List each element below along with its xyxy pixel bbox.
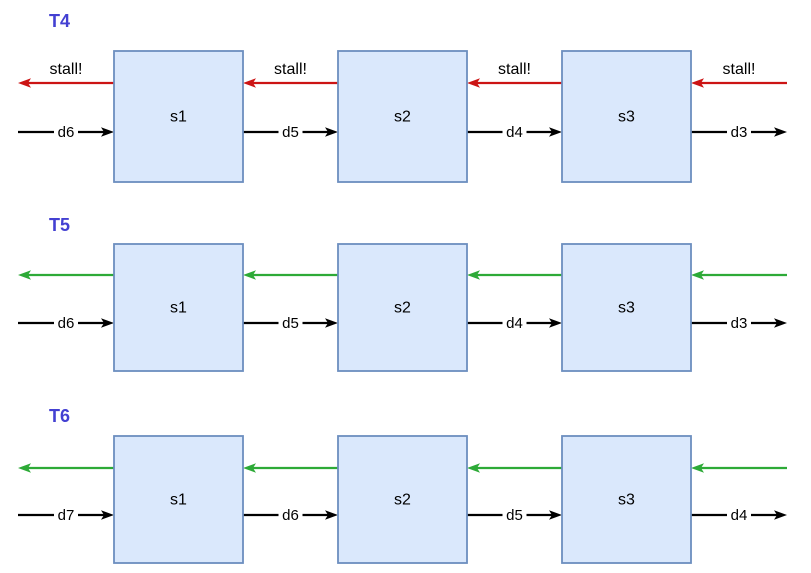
stage-box xyxy=(561,50,692,183)
timestep-label: T4 xyxy=(49,11,70,31)
data-label-background xyxy=(54,507,78,523)
stage-box xyxy=(337,435,468,564)
data-label: d6 xyxy=(282,507,299,524)
data-label-background xyxy=(502,124,527,140)
stall-arrow-arrowhead xyxy=(18,78,31,88)
stage-label: s3 xyxy=(618,300,635,317)
ready-arrow-arrowhead xyxy=(243,270,256,280)
stage-label: s2 xyxy=(394,300,411,317)
data-label-background xyxy=(54,315,78,331)
stage-box xyxy=(337,50,468,183)
data-arrow-arrowhead xyxy=(549,510,562,520)
stage-label: s2 xyxy=(394,109,411,126)
data-label-background xyxy=(502,507,527,523)
stage-label: s3 xyxy=(618,109,635,126)
stall-arrow-arrowhead xyxy=(467,78,480,88)
data-label: d4 xyxy=(506,124,523,141)
data-label-background xyxy=(278,124,303,140)
data-arrow-arrowhead xyxy=(549,127,562,137)
stall-arrow-arrowhead xyxy=(691,78,704,88)
data-label: d5 xyxy=(506,507,523,524)
data-arrow-arrowhead xyxy=(549,318,562,328)
data-label-background xyxy=(502,315,527,331)
ready-arrow-arrowhead xyxy=(691,463,704,473)
data-arrow-arrowhead xyxy=(325,510,338,520)
stall-arrow-arrowhead xyxy=(243,78,256,88)
ready-arrow-arrowhead xyxy=(691,270,704,280)
stall-label: stall! xyxy=(498,61,531,78)
stage-box xyxy=(561,243,692,372)
data-label: d6 xyxy=(58,124,75,141)
data-label-background xyxy=(54,124,78,140)
data-arrow-arrowhead xyxy=(774,318,787,328)
data-arrow-arrowhead xyxy=(101,127,114,137)
data-label: d4 xyxy=(506,315,523,332)
data-label: d6 xyxy=(58,315,75,332)
data-label-background xyxy=(727,507,751,523)
ready-arrow-arrowhead xyxy=(18,463,31,473)
timestep-label: T5 xyxy=(49,215,70,235)
ready-arrow-arrowhead xyxy=(18,270,31,280)
ready-arrow-arrowhead xyxy=(467,270,480,280)
stall-label: stall! xyxy=(50,61,83,78)
stage-label: s3 xyxy=(618,492,635,509)
data-label: d4 xyxy=(731,507,748,524)
stage-box xyxy=(113,435,244,564)
stage-box xyxy=(113,50,244,183)
stage-label: s1 xyxy=(170,109,187,126)
data-label: d3 xyxy=(731,124,748,141)
stall-label: stall! xyxy=(723,61,756,78)
stage-label: s2 xyxy=(394,492,411,509)
timestep-row-t5: T5 d6 d5 d4 d3 s1 s2 s3 xyxy=(18,215,787,372)
data-arrow-arrowhead xyxy=(774,127,787,137)
data-label: d5 xyxy=(282,124,299,141)
data-label-background xyxy=(727,315,751,331)
timestep-label: T6 xyxy=(49,406,70,426)
data-label-background xyxy=(278,315,303,331)
data-arrow-arrowhead xyxy=(774,510,787,520)
stage-label: s1 xyxy=(170,300,187,317)
stage-box xyxy=(337,243,468,372)
stage-box xyxy=(561,435,692,564)
data-arrow-arrowhead xyxy=(101,318,114,328)
timestep-row-t4: T4 stall! stall! stall! stall! d6 d5 d4 d3 s1 s2 s3 xyxy=(18,11,787,183)
ready-arrow-arrowhead xyxy=(467,463,480,473)
data-label: d5 xyxy=(282,315,299,332)
stall-label: stall! xyxy=(274,61,307,78)
data-arrow-arrowhead xyxy=(325,318,338,328)
timestep-row-t6: T6 d7 d6 d5 d4 s1 s2 s3 xyxy=(18,406,787,564)
data-arrow-arrowhead xyxy=(325,127,338,137)
data-label-background xyxy=(727,124,751,140)
data-label-background xyxy=(278,507,303,523)
data-label: d3 xyxy=(731,315,748,332)
stage-label: s1 xyxy=(170,492,187,509)
stage-box xyxy=(113,243,244,372)
ready-arrow-arrowhead xyxy=(243,463,256,473)
data-arrow-arrowhead xyxy=(101,510,114,520)
data-label: d7 xyxy=(58,507,75,524)
